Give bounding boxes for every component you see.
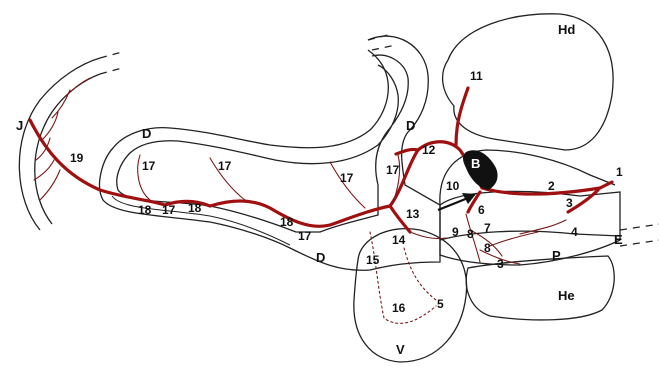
branch-17a xyxy=(137,154,151,201)
vessel-label-6: 6 xyxy=(478,203,485,217)
vessel-label-7: 7 xyxy=(484,221,491,235)
vessel-labels: 1 2 3 3 4 5 6 7 8 8 9 10 11 12 13 14 15 … xyxy=(70,69,623,315)
vessel-label-4: 4 xyxy=(571,225,578,239)
j-arc-outer xyxy=(18,57,101,231)
v-outline xyxy=(353,228,468,363)
region-label-d-upper-left: D xyxy=(142,126,151,141)
vessel-label-5: 5 xyxy=(437,297,444,311)
arrow-pointer xyxy=(437,193,476,212)
branch-14 xyxy=(409,231,447,240)
vessel-label-19: 19 xyxy=(70,151,84,165)
vessel-label-2: 2 xyxy=(548,179,555,193)
vessel-label-18c: 18 xyxy=(280,215,294,229)
vessel-label-3a: 3 xyxy=(566,196,573,210)
duodenum-mid xyxy=(111,195,291,246)
vessel-label-17e: 17 xyxy=(162,203,176,217)
region-label-j: J xyxy=(16,118,23,133)
b-blob xyxy=(463,150,498,190)
b-bulb-outline xyxy=(439,149,616,206)
artery-12 xyxy=(394,147,420,156)
region-labels: Hd B D D D J P E He V xyxy=(16,22,623,357)
branch-15-16 xyxy=(369,231,437,324)
vessel-label-3b: 3 xyxy=(497,257,504,271)
artery-3-4 xyxy=(566,188,600,214)
duodenum-outer xyxy=(98,35,441,271)
vessel-label-14: 14 xyxy=(392,233,406,247)
branch-9-8-3 xyxy=(465,213,567,265)
j-dash-b xyxy=(99,67,123,75)
artery-6 xyxy=(466,190,482,214)
vessels xyxy=(28,77,614,324)
vessel-label-12: 12 xyxy=(422,143,436,157)
vessel-label-17c: 17 xyxy=(340,171,354,185)
artery-1 xyxy=(598,180,614,190)
region-label-d-upper: D xyxy=(406,118,415,133)
vessel-label-17d: 17 xyxy=(386,163,400,177)
vessel-label-16: 16 xyxy=(392,301,406,315)
vessel-label-17b: 17 xyxy=(218,159,232,173)
he-outline xyxy=(465,255,615,321)
region-label-d-lower: D xyxy=(316,250,325,265)
vessel-label-15: 15 xyxy=(366,253,380,267)
e-dash-upper xyxy=(619,223,659,231)
region-label-p: P xyxy=(552,248,561,263)
vessel-label-18a: 18 xyxy=(138,203,152,217)
p-lower-line xyxy=(439,230,621,241)
branch-17c xyxy=(329,161,366,209)
vessel-label-11: 11 xyxy=(470,69,483,83)
region-label-v: V xyxy=(396,342,405,357)
artery-13 xyxy=(388,204,412,234)
j-dash-a xyxy=(99,51,123,59)
artery-11 xyxy=(454,86,470,147)
vessel-label-17a: 17 xyxy=(142,159,156,173)
region-label-hd: Hd xyxy=(558,22,575,37)
vessel-label-13: 13 xyxy=(406,207,420,221)
vessel-label-1: 1 xyxy=(616,165,623,179)
vessel-label-9: 9 xyxy=(452,225,459,239)
d-top-dash-b xyxy=(371,44,397,51)
main-artery xyxy=(28,118,602,228)
branch-17d xyxy=(391,154,401,206)
vessel-label-8b: 8 xyxy=(484,241,491,255)
duodenum-inner xyxy=(116,54,409,233)
pancreas-outline xyxy=(439,190,621,266)
vessel-label-8a: 8 xyxy=(467,227,474,241)
vessel-label-17f: 17 xyxy=(298,229,312,243)
d-top-dash-a xyxy=(367,33,393,41)
hd-outline xyxy=(442,13,614,151)
branch-17b xyxy=(209,157,246,201)
e-dash-lower xyxy=(619,239,659,247)
region-label-b: B xyxy=(471,156,480,171)
region-label-e: E xyxy=(614,232,623,247)
vessel-label-10: 10 xyxy=(446,179,460,193)
region-label-he: He xyxy=(558,288,575,303)
organ-outlines xyxy=(18,13,659,363)
vessel-label-18b: 18 xyxy=(188,201,202,215)
branch-j xyxy=(33,77,91,201)
